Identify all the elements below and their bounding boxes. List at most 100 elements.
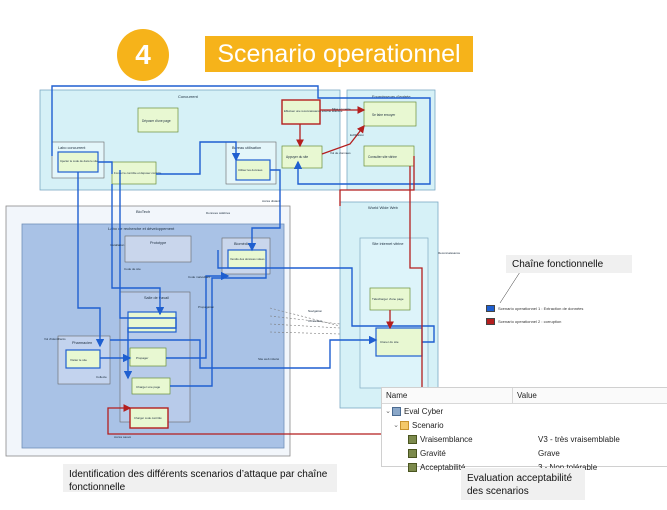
area-labo-label: Labo de recherche et développement bbox=[108, 226, 175, 231]
svg-text:Propagation: Propagation bbox=[198, 305, 215, 309]
activity-vendre-donnees[interactable]: Vendre des données volées bbox=[227, 249, 267, 269]
svg-text:Charger code contrôlé: Charger code contrôlé bbox=[134, 416, 162, 420]
svg-text:Se faire envoyer: Se faire envoyer bbox=[372, 113, 396, 117]
properties-header: Name Value bbox=[382, 388, 667, 404]
attribute-name: Acceptabilité bbox=[420, 462, 466, 472]
svg-text:Vendre des données volées: Vendre des données volées bbox=[230, 257, 265, 261]
area-salle-label: Salle de travail bbox=[144, 296, 169, 300]
svg-text:Code de site: Code de site bbox=[124, 267, 141, 271]
svg-text:Appuyer du site: Appuyer du site bbox=[286, 155, 308, 159]
expand-chevron-icon[interactable]: ⌄ bbox=[393, 422, 399, 429]
attribute-name: Vraisemblance bbox=[420, 434, 473, 444]
folder-icon bbox=[400, 420, 409, 430]
tree-row-attribute[interactable]: Vraisemblance V3 - très vraisemblable bbox=[382, 432, 667, 446]
svg-text:Accès sauvé: Accès sauvé bbox=[114, 435, 131, 439]
svg-text:Navigation: Navigation bbox=[308, 309, 323, 313]
legend-label: Scenario operationnel 2 : corruption bbox=[498, 319, 562, 324]
expand-chevron-icon[interactable]: ⌄ bbox=[385, 408, 391, 415]
svg-text:Vol d'identifiants: Vol d'identifiants bbox=[44, 337, 66, 341]
legend-swatch-blue bbox=[486, 305, 495, 312]
svg-text:Effectuer une reconnaissance e: Effectuer une reconnaissance externe ava… bbox=[284, 109, 343, 113]
attribute-icon bbox=[408, 462, 417, 472]
tree-row-folder[interactable]: ⌄ Scenario bbox=[382, 418, 667, 432]
legend-swatch-red bbox=[486, 318, 495, 325]
area-site-internet-label: Site internet vitrine bbox=[372, 242, 403, 246]
identification-caption: Identification des différents scenarios … bbox=[63, 464, 337, 493]
area-concurrent-label: Concurrent bbox=[178, 94, 199, 99]
svg-text:Charger une page: Charger une page bbox=[136, 385, 161, 389]
activity-se-faire-envoyer[interactable]: Se faire envoyer bbox=[363, 101, 417, 127]
svg-text:Cloner du site: Cloner du site bbox=[380, 340, 399, 344]
legend-label: Scenario operationnel 1 : Extraction de … bbox=[498, 306, 584, 311]
dashed-connectors bbox=[269, 307, 341, 335]
activity-cloner-site[interactable]: Cloner du site bbox=[375, 327, 423, 357]
svg-text:Exfiltration: Exfiltration bbox=[350, 133, 364, 137]
svg-text:Accès distant: Accès distant bbox=[262, 199, 280, 203]
evaluation-caption: Evaluation acceptabilité des scenarios bbox=[461, 468, 585, 500]
activity-charger-page[interactable]: Charger une page bbox=[131, 377, 171, 395]
svg-text:Vol de données: Vol de données bbox=[330, 151, 351, 155]
svg-text:Mise en vente: Mise en vente bbox=[332, 107, 351, 111]
activity-telecharger-page[interactable]: Télécharger d'une page bbox=[369, 287, 411, 311]
activity-visiter-site[interactable]: Visiter le site bbox=[65, 349, 101, 369]
activity-utiliser-donnees[interactable]: Utiliser les données bbox=[235, 159, 271, 181]
svg-text:Télécharger d'une page: Télécharger d'une page bbox=[372, 297, 404, 301]
step-number-badge: 4 bbox=[117, 29, 169, 81]
svg-text:Consulter site vitrine: Consulter site vitrine bbox=[368, 155, 397, 159]
attribute-value[interactable]: 3 - Non tolérable bbox=[538, 462, 598, 472]
attribute-value[interactable]: V3 - très vraisemblable bbox=[538, 434, 620, 444]
legend-item-scenario-2: Scenario operationnel 2 : corruption bbox=[486, 318, 561, 325]
area-pharmacien-label: Pharmacien bbox=[72, 341, 92, 345]
tree-row-attribute[interactable]: Gravité Grave bbox=[382, 446, 667, 460]
area-prototype[interactable] bbox=[124, 235, 192, 263]
activity-effectuer-reconnaissance[interactable]: Effectuer une reconnaissance externe ava… bbox=[281, 99, 343, 125]
slide-title: Scenario operationnel bbox=[205, 36, 473, 72]
chain-caption: Chaîne fonctionnelle bbox=[506, 255, 632, 273]
activity-consulter-site[interactable]: Consulter site vitrine bbox=[363, 145, 415, 167]
tree-label-root: Eval Cyber bbox=[404, 406, 444, 416]
activity-deposer-page[interactable]: Déposer d'une page bbox=[137, 107, 179, 133]
attribute-icon bbox=[408, 448, 417, 458]
column-value-header[interactable]: Value bbox=[517, 391, 537, 400]
tree-row-attribute[interactable]: Acceptabilité 3 - Non tolérable bbox=[382, 460, 667, 474]
area-biotech-label: BioTech bbox=[136, 209, 150, 214]
svg-text:Fonder le contrôle et déposer: Fonder le contrôle et déposer contrôle bbox=[114, 171, 162, 175]
svg-text:Données célèbres: Données célèbres bbox=[206, 211, 231, 215]
activity-charger-code[interactable]: Charger code contrôlé bbox=[129, 407, 169, 429]
attribute-value[interactable]: Grave bbox=[538, 448, 560, 458]
activity-injecter-code[interactable]: Injecter le code de dans le site bbox=[57, 151, 99, 173]
attribute-icon bbox=[408, 434, 417, 444]
svg-text:Installation: Installation bbox=[110, 243, 125, 247]
area-prototype-label: Prototype bbox=[150, 241, 166, 245]
attribute-name: Gravité bbox=[420, 448, 446, 458]
area-bureau-label: Bureau utilisation bbox=[232, 146, 261, 150]
svg-text:Site web infecté: Site web infecté bbox=[258, 357, 280, 361]
area-labo-concurrent-label: Labo concurrent bbox=[58, 146, 86, 150]
flow-labels: Mise en vente Vol de données Exfiltratio… bbox=[44, 107, 461, 439]
scenario-1-flows bbox=[51, 85, 435, 387]
area-biomedique-label: Biomédique bbox=[234, 242, 254, 246]
properties-panel[interactable]: Name Value ⌄ Eval Cyber ⌄ Scenario Vrais… bbox=[381, 387, 667, 472]
svg-text:Injecter le code de dans le si: Injecter le code de dans le site bbox=[60, 159, 98, 163]
svg-text:Connexion: Connexion bbox=[308, 319, 323, 323]
svg-text:Déposer d'une page: Déposer d'une page bbox=[142, 119, 171, 123]
area-site-internet[interactable] bbox=[359, 237, 429, 389]
package-icon bbox=[392, 406, 401, 416]
tree-label-folder: Scenario bbox=[412, 420, 444, 430]
area-fournisseurs-label: Fournisseurs d'entrée bbox=[372, 94, 411, 99]
legend-item-scenario-1: Scenario operationnel 1 : Extraction de … bbox=[486, 305, 583, 312]
activity-propager[interactable]: Propager bbox=[129, 347, 167, 367]
svg-text:Utiliser les données: Utiliser les données bbox=[238, 168, 263, 172]
svg-text:Reconnaissance: Reconnaissance bbox=[438, 251, 461, 255]
activity-appuyer-site[interactable]: Appuyer du site bbox=[281, 145, 323, 169]
chain-callout-line bbox=[499, 271, 521, 304]
svg-text:Visiter le site: Visiter le site bbox=[70, 358, 87, 362]
svg-text:Propager: Propager bbox=[136, 356, 148, 360]
tree-row-root[interactable]: ⌄ Eval Cyber bbox=[382, 404, 667, 418]
svg-text:Collecte: Collecte bbox=[96, 375, 107, 379]
activity-charger-page-2[interactable] bbox=[127, 311, 177, 333]
operational-scenario-diagram[interactable]: Concurrent Fournisseurs d'entrée BioTech… bbox=[0, 78, 667, 510]
column-name-header[interactable]: Name bbox=[382, 388, 513, 403]
area-www-label: World Wide Web bbox=[368, 205, 399, 210]
svg-text:Code malveillant: Code malveillant bbox=[188, 275, 210, 279]
